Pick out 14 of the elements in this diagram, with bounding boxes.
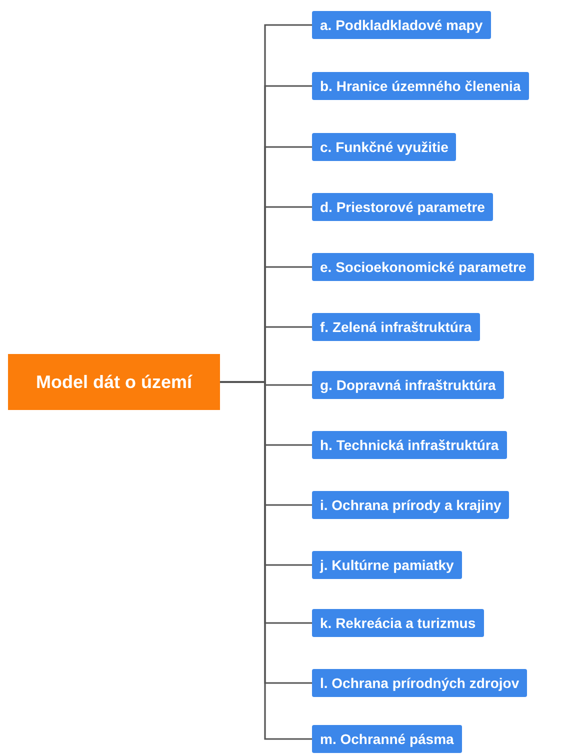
subtopic-box: d. Priestorové parametre: [312, 193, 493, 221]
subtopic-box: i. Ochrana prírody a krajiny: [312, 491, 510, 519]
subtopic-box: b. Hranice územného členenia: [312, 72, 529, 100]
subtopic-box: e. Socioekonomické parametre: [312, 253, 534, 281]
subtopic-box: a. Podkladkladové mapy: [312, 11, 491, 39]
subtopic-box: j. Kultúrne pamiatky: [312, 551, 462, 579]
subtopic-box: g. Dopravná infraštruktúra: [312, 371, 504, 399]
subtopic-box: f. Zelená infraštruktúra: [312, 313, 480, 341]
subtopic-box: c. Funkčné využitie: [312, 133, 456, 161]
root-topic-box: Model dát o území: [8, 354, 220, 410]
subtopic-box: h. Technická infraštruktúra: [312, 431, 507, 459]
subtopic-box: l. Ochrana prírodných zdrojov: [312, 669, 528, 697]
subtopic-box: m. Ochranné pásma: [312, 725, 462, 753]
subtopic-box: k. Rekreácia a turizmus: [312, 609, 484, 637]
